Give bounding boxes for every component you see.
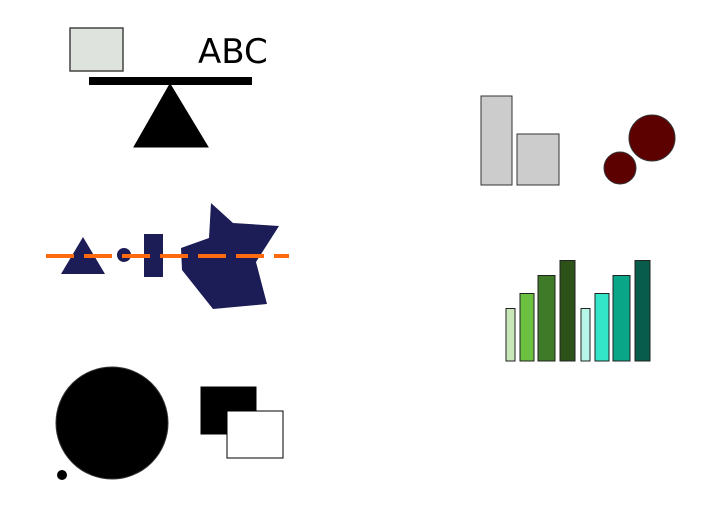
balance-fulcrum [133,83,209,148]
overlap-group [55,366,284,480]
small-circle [603,151,637,185]
size-compare-group [480,95,676,186]
front-square [226,410,284,459]
balance-box [69,27,124,72]
alignment-group [46,203,289,309]
align-star [181,203,279,309]
bar-1 [505,308,516,362]
bar-5 [580,308,591,362]
tiny-dot [57,470,67,480]
tall-rectangle [480,95,513,186]
short-rectangle [516,133,560,186]
bar-6 [594,293,610,362]
big-circle [55,366,169,480]
bar-7 [612,275,631,362]
large-circle [628,114,676,162]
bar-group [505,260,651,362]
bar-2 [519,293,535,362]
balance-beam [89,77,252,85]
balance-group: ABC [69,27,268,148]
bar-4 [559,260,576,362]
align-rectangle [144,234,163,277]
bar-3 [537,275,556,362]
balance-label: ABC [198,32,268,72]
align-triangle [61,237,105,274]
bar-8 [634,260,651,362]
